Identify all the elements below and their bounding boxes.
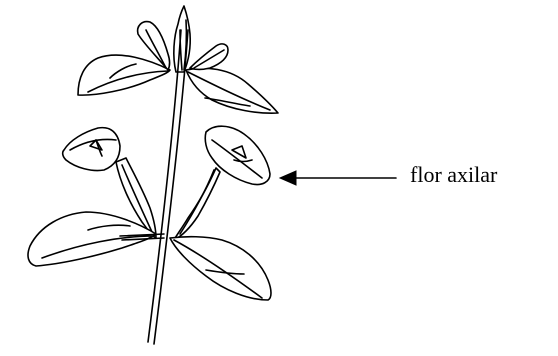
axillary-flower-right — [174, 126, 270, 240]
upper-leaf-right — [186, 68, 278, 113]
bud-right — [190, 44, 228, 70]
upper-leaf-left — [78, 55, 170, 95]
arrow-head — [280, 171, 296, 185]
flower-label: flor axilar — [410, 162, 497, 188]
annotation-arrow — [280, 171, 396, 185]
lower-leaf-right — [170, 237, 271, 300]
